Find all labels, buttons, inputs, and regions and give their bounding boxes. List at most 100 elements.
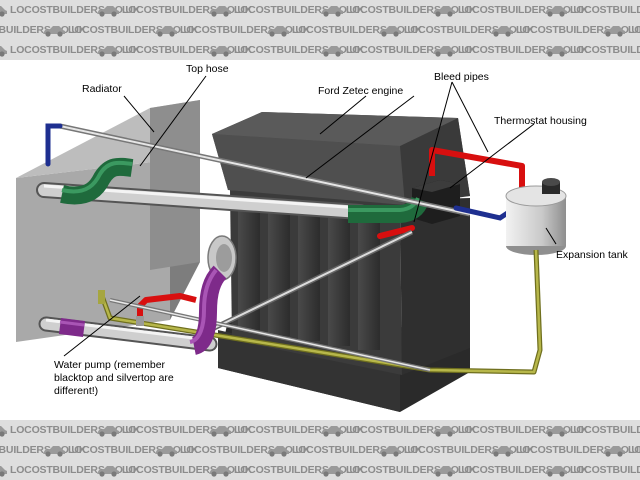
locost-car-logo-icon <box>320 3 344 17</box>
watermark-tile: LOCOSTBUILDERS.CO.UK <box>206 420 364 440</box>
locost-car-logo-icon <box>208 423 232 437</box>
watermark-tile: LOCOSTBUILDERS.CO.UK <box>430 40 588 60</box>
watermark-tile: LOCOSTBUILDERS.CO.UK <box>318 460 476 480</box>
locost-car-logo-icon <box>208 463 232 477</box>
watermark-tile: LOCOSTBUILDERS.CO.UK <box>318 40 476 60</box>
locost-car-logo-icon <box>378 23 402 37</box>
locost-car-logo-icon <box>0 43 8 57</box>
watermark-tile: LOCOSTBUILDERS.CO.UK <box>206 0 364 20</box>
locost-car-logo-icon <box>320 423 344 437</box>
watermark-tile: LOCOSTBUILDERS.CO.UK <box>264 20 422 40</box>
locost-car-logo-icon <box>602 443 626 457</box>
locost-car-logo-icon <box>208 3 232 17</box>
label-radiator: Radiator <box>82 83 122 95</box>
watermark-tile: LOCOSTBUILDERS.CO.UK <box>542 420 640 440</box>
locost-car-logo-icon <box>0 463 8 477</box>
locost-car-logo-icon <box>432 463 456 477</box>
watermark-tile: LOCOSTBUILDERS.CO.UK <box>430 0 588 20</box>
watermark-tile: LOCOSTBUILDERS.CO.UK <box>318 420 476 440</box>
watermark-text: LOCOSTBUILDERS.CO.UK <box>628 444 640 456</box>
watermark-tile: LOCOSTBUILDERS.CO.UK <box>152 440 310 460</box>
watermark-tile: LOCOSTBUILDERS.CO.UK <box>488 20 640 40</box>
watermark-tile: LOCOSTBUILDERS.CO.UK <box>0 420 140 440</box>
locost-car-logo-icon <box>154 443 178 457</box>
bottom-hose-pipe <box>38 229 431 372</box>
watermark-tile: LOCOSTBUILDERS.CO.UK <box>430 460 588 480</box>
watermark-tile: LOCOSTBUILDERS.CO.UK <box>318 0 476 20</box>
locost-car-logo-icon <box>42 23 66 37</box>
locost-car-logo-icon <box>432 423 456 437</box>
watermark-text: LOCOSTBUILDERS.CO.UK <box>570 44 640 56</box>
label-water-pump-line1: Water pump (remember <box>54 359 166 371</box>
leader-lines <box>63 75 557 357</box>
expansion-tank <box>505 178 567 255</box>
ford-zetec-engine <box>212 112 470 412</box>
watermark-tile: LOCOSTBUILDERS.CO.UK <box>600 20 640 40</box>
watermark-tile: LOCOSTBUILDERS.CO.UK <box>488 440 640 460</box>
watermark-tile: LOCOSTBUILDERS.CO.UK <box>40 440 198 460</box>
locost-car-logo-icon <box>544 3 568 17</box>
pump-fittings <box>98 290 144 326</box>
watermark-tile: LOCOSTBUILDERS.CO.UK <box>206 460 364 480</box>
watermark-tile: LOCOSTBUILDERS.CO.UK <box>542 460 640 480</box>
bleed-pipe-long <box>45 123 515 221</box>
label-water-pump-line2: blacktop and silvertop are <box>54 372 174 384</box>
watermark-tile: LOCOSTBUILDERS.CO.UK <box>264 440 422 460</box>
locost-car-logo-icon <box>320 43 344 57</box>
locost-car-logo-icon <box>0 423 8 437</box>
locost-car-logo-icon <box>544 463 568 477</box>
locost-car-logo-icon <box>544 423 568 437</box>
locost-car-logo-icon <box>96 423 120 437</box>
label-expansion-tank: Expansion tank <box>556 249 629 261</box>
label-bleed-pipes: Bleed pipes <box>434 71 489 83</box>
watermark-text: LOCOSTBUILDERS.CO.UK <box>628 24 640 36</box>
watermark-tile: LOCOSTBUILDERS.CO.UK <box>94 460 252 480</box>
watermark-tile: LOCOSTBUILDERS.CO.UK <box>0 460 140 480</box>
watermark-text: LOCOSTBUILDERS.CO.UK <box>570 4 640 16</box>
locost-car-logo-icon <box>320 463 344 477</box>
locost-car-logo-icon <box>96 43 120 57</box>
locost-car-logo-icon <box>266 443 290 457</box>
bleed-pipes-red <box>137 147 525 320</box>
watermark-tile: LOCOSTBUILDERS.CO.UK <box>600 440 640 460</box>
watermark-tile: LOCOSTBUILDERS.CO.UK <box>152 20 310 40</box>
bottom-hose-purple <box>59 265 227 355</box>
label-ford-zetec-engine: Ford Zetec engine <box>318 85 403 97</box>
watermark-text: LOCOSTBUILDERS.CO.UK <box>570 424 640 436</box>
thermostat-housing <box>412 180 460 224</box>
watermark-tile: LOCOSTBUILDERS.CO.UK <box>94 420 252 440</box>
watermark-tile: LOCOSTBUILDERS.CO.UK <box>0 0 140 20</box>
locost-car-logo-icon <box>0 3 8 17</box>
watermark-tile: LOCOSTBUILDERS.CO.UK <box>430 420 588 440</box>
label-water-pump-line3: different!) <box>54 385 98 397</box>
radiator <box>16 100 200 342</box>
watermark-tile: LOCOSTBUILDERS.CO.UK <box>206 40 364 60</box>
locost-car-logo-icon <box>602 23 626 37</box>
watermark-tile: LOCOSTBUILDERS.CO.UK <box>0 40 140 60</box>
locost-car-logo-icon <box>432 3 456 17</box>
watermark-tile: LOCOSTBUILDERS.CO.UK <box>376 20 534 40</box>
watermark-tile: LOCOSTBUILDERS.CO.UK <box>542 40 640 60</box>
locost-car-logo-icon <box>208 43 232 57</box>
watermark-tile: LOCOSTBUILDERS.CO.UK <box>40 20 198 40</box>
expansion-tank-return-pipe <box>99 249 543 375</box>
locost-car-logo-icon <box>378 443 402 457</box>
watermark-tile: LOCOSTBUILDERS.CO.UK <box>94 40 252 60</box>
locost-car-logo-icon <box>96 463 120 477</box>
locost-car-logo-icon <box>544 43 568 57</box>
locost-car-logo-icon <box>96 3 120 17</box>
watermark-tile: LOCOSTBUILDERS.CO.UK <box>0 440 86 460</box>
locost-car-logo-icon <box>490 23 514 37</box>
locost-car-logo-icon <box>42 443 66 457</box>
label-top-hose: Top hose <box>186 63 229 75</box>
watermark-tile: LOCOSTBUILDERS.CO.UK <box>376 440 534 460</box>
locost-car-logo-icon <box>266 23 290 37</box>
watermark-tile: LOCOSTBUILDERS.CO.UK <box>542 0 640 20</box>
watermark-tile: LOCOSTBUILDERS.CO.UK <box>0 20 86 40</box>
watermark-tile: LOCOSTBUILDERS.CO.UK <box>94 0 252 20</box>
diagram-labels: Radiator Top hose Ford Zetec engine Blee… <box>54 63 629 397</box>
watermark-text: LOCOSTBUILDERS.CO.UK <box>570 464 640 476</box>
engine-ribs <box>238 210 380 350</box>
